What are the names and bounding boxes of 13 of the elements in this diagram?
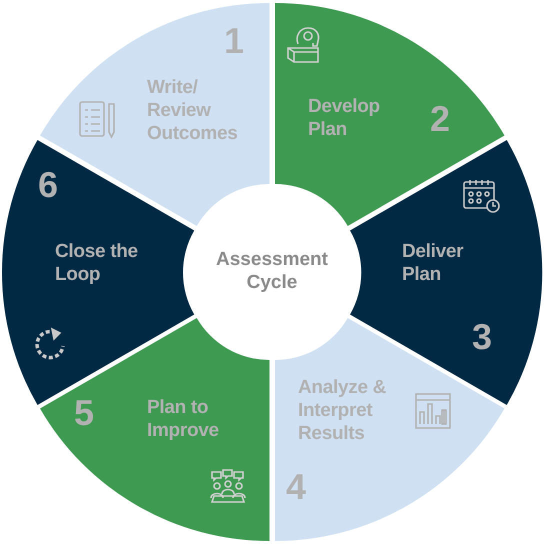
step-title: Plan to Improve	[146, 396, 220, 442]
step-number: 6	[38, 166, 58, 204]
step-title: Write/ Review Outcomes	[146, 76, 238, 145]
step-number: 1	[224, 22, 244, 60]
step-title: Develop Plan	[308, 94, 381, 141]
step-title: Close the Loop	[55, 240, 139, 286]
step-number: 4	[286, 468, 306, 506]
step-title: Analyze & Interpret Results	[298, 376, 388, 445]
step-number: 3	[472, 318, 492, 356]
step-number: 5	[74, 394, 94, 432]
step-number: 2	[430, 100, 450, 138]
step-title: Deliver Plan	[402, 240, 464, 286]
center-label: Assessment Cycle	[215, 248, 329, 294]
